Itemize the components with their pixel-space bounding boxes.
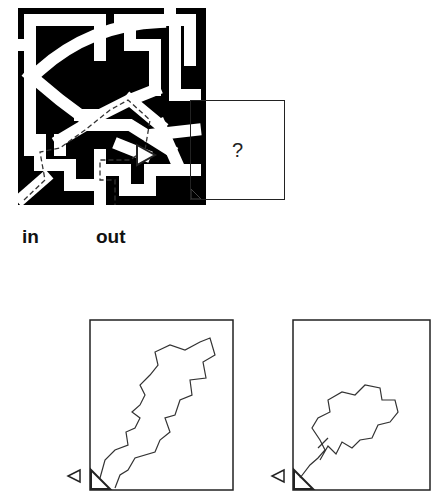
maze-corridors	[20, 10, 195, 200]
pointer-triangle	[137, 145, 155, 165]
maze-ground	[18, 8, 206, 205]
maze-label: in	[22, 226, 39, 248]
question-box: ?	[190, 100, 285, 200]
corner-triangle	[91, 470, 110, 489]
route-dashes	[24, 100, 150, 205]
corner-triangle	[191, 189, 201, 199]
hand-drawn-cross	[318, 438, 328, 448]
question-mark: ?	[232, 139, 243, 162]
maze-label: out	[96, 226, 126, 248]
pointer-triangle	[68, 470, 80, 482]
hand-drawn-path	[100, 338, 215, 488]
answer-box	[90, 320, 233, 490]
pointer-triangle	[272, 470, 284, 482]
hand-drawn-path	[300, 385, 398, 478]
answer-box	[293, 320, 430, 490]
